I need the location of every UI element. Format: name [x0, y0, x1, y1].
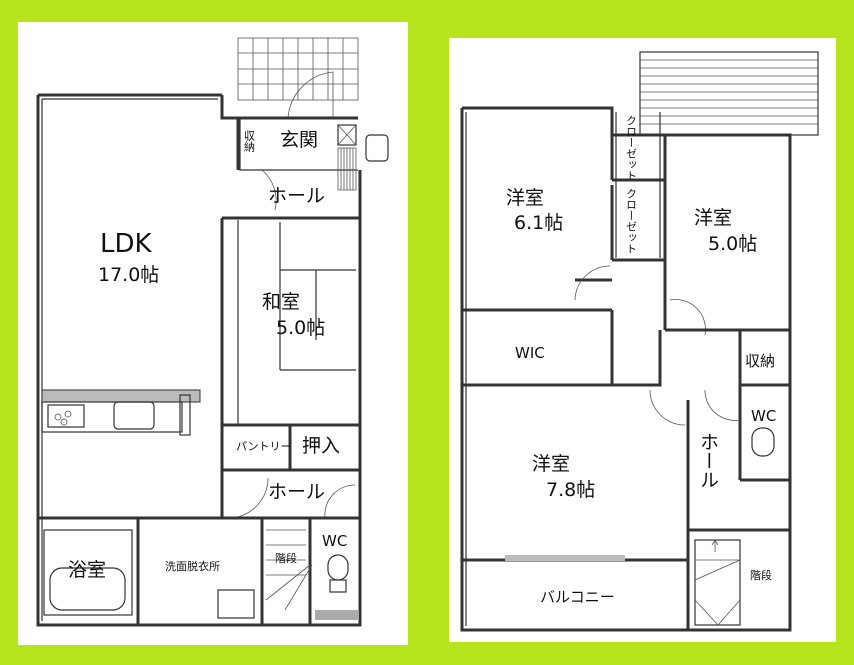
stairs-label-1f: 階段 [275, 551, 297, 565]
storage-label-2f: 収納 [745, 352, 775, 370]
stairs-label-2f: 階段 [750, 568, 772, 582]
hall-bottom-label: ホール [268, 481, 325, 503]
floor1-panel [18, 22, 408, 645]
room-c-size: 7.8帖 [546, 479, 595, 501]
oshiire-label: 押入 [302, 435, 340, 457]
washbasin-icon [217, 589, 255, 619]
kitchen-unit [41, 401, 183, 433]
floor2-panel [449, 38, 836, 642]
room-b-label: 洋室 [694, 207, 732, 229]
stove-icon [47, 404, 85, 428]
room-b-size: 5.0帖 [708, 233, 757, 255]
ldk-label: LDK [100, 229, 153, 259]
washitsu-size: 5.0帖 [276, 317, 325, 339]
toilet-icon-2f [751, 427, 775, 457]
shoe-storage [337, 124, 357, 146]
room-a-size: 6.1帖 [514, 212, 563, 234]
entrance-porch-tiles [237, 37, 389, 162]
sink-icon [113, 401, 155, 430]
washroom-label: 洗面脱衣所 [165, 559, 220, 573]
outdoor-unit [365, 134, 389, 162]
closet-a-label: クローゼット [625, 115, 638, 181]
ldk-size: 17.0帖 [98, 264, 159, 286]
genkan-label: 玄関 [280, 129, 318, 151]
room-c-label: 洋室 [532, 453, 570, 475]
kitchen-counter [41, 389, 201, 403]
storage-label-1f: 収納 [243, 130, 256, 153]
bathtub-area [43, 529, 133, 616]
wic-label: WIC [515, 344, 545, 362]
wc-label-1f: WC [322, 532, 347, 550]
bath-label: 浴室 [68, 559, 106, 581]
hall-top-label: ホール [268, 185, 325, 207]
bathtub-icon [49, 567, 126, 611]
wc-label-2f: WC [751, 407, 776, 425]
floor2-plan [460, 51, 819, 632]
floor1-plan [36, 37, 389, 627]
pantry-label: パントリー [236, 440, 292, 453]
hall-label-2f: ホール [697, 432, 719, 489]
closet-b-label: クローゼット [625, 188, 638, 254]
balcony-label: バルコニー [540, 588, 615, 606]
washitsu-label: 和室 [262, 291, 300, 313]
room-a-label: 洋室 [506, 187, 544, 209]
